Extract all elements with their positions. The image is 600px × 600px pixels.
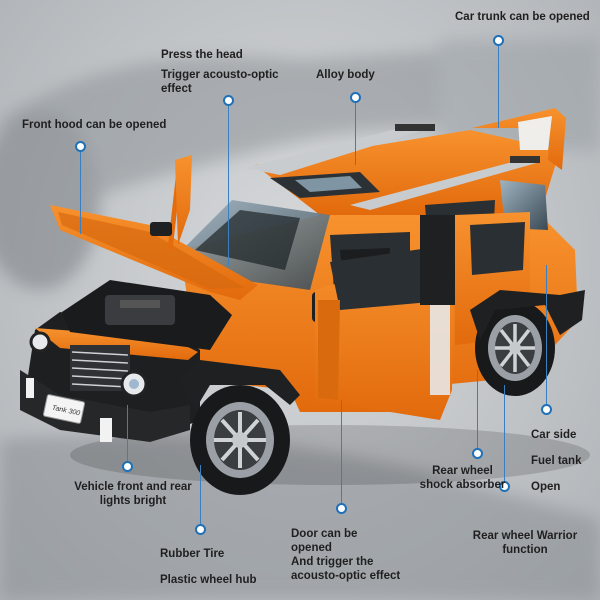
hotspot-rear-shock: [472, 448, 483, 459]
leader-hood: [80, 152, 81, 234]
leader-trunk: [498, 46, 499, 128]
leader-press-head: [228, 106, 229, 266]
label-car-side: Car side: [531, 429, 577, 441]
hotspot-press-head: [223, 95, 234, 106]
label-lights: Vehicle front and rear lights bright: [74, 481, 192, 507]
leader-car-side: [546, 265, 547, 405]
hotspot-car-side: [541, 404, 552, 415]
label-door: Door can be opened And trigger the acous…: [291, 528, 401, 582]
leader-door: [341, 400, 342, 506]
leader-shock: [477, 370, 478, 452]
hotspot-door: [336, 503, 347, 514]
leader-lights: [127, 405, 128, 463]
label-press-head: Press the head: [161, 49, 243, 61]
hotspot-warrior: [499, 481, 510, 492]
label-trigger: Trigger acousto-optic effect: [161, 69, 279, 95]
label-fuel-tank: Fuel tank: [531, 455, 582, 467]
leader-warrior: [504, 385, 505, 485]
hotspot-alloy: [350, 92, 361, 103]
front-wheel: [190, 385, 290, 495]
label-front-hood: Front hood can be opened: [22, 119, 167, 131]
hotspot-lights: [122, 461, 133, 472]
label-rear-shock: Rear wheel shock absorber: [419, 465, 506, 491]
front-grille: [70, 345, 130, 391]
label-trunk: Car trunk can be opened: [455, 11, 590, 23]
headlight-left: [29, 331, 51, 353]
leader-tire: [200, 465, 201, 527]
label-rubber-tire: Rubber Tire: [160, 548, 225, 560]
label-open: Open: [531, 481, 561, 493]
leader-alloy: [355, 103, 356, 165]
label-warrior: Rear wheel Warrior function: [472, 530, 578, 556]
label-alloy: Alloy body: [316, 69, 375, 81]
hotspot-front-hood: [75, 141, 86, 152]
hotspot-tire: [195, 524, 206, 535]
hotspot-trunk: [493, 35, 504, 46]
label-wheel-hub: Plastic wheel hub: [160, 574, 257, 586]
rear-wheel: [475, 300, 555, 396]
